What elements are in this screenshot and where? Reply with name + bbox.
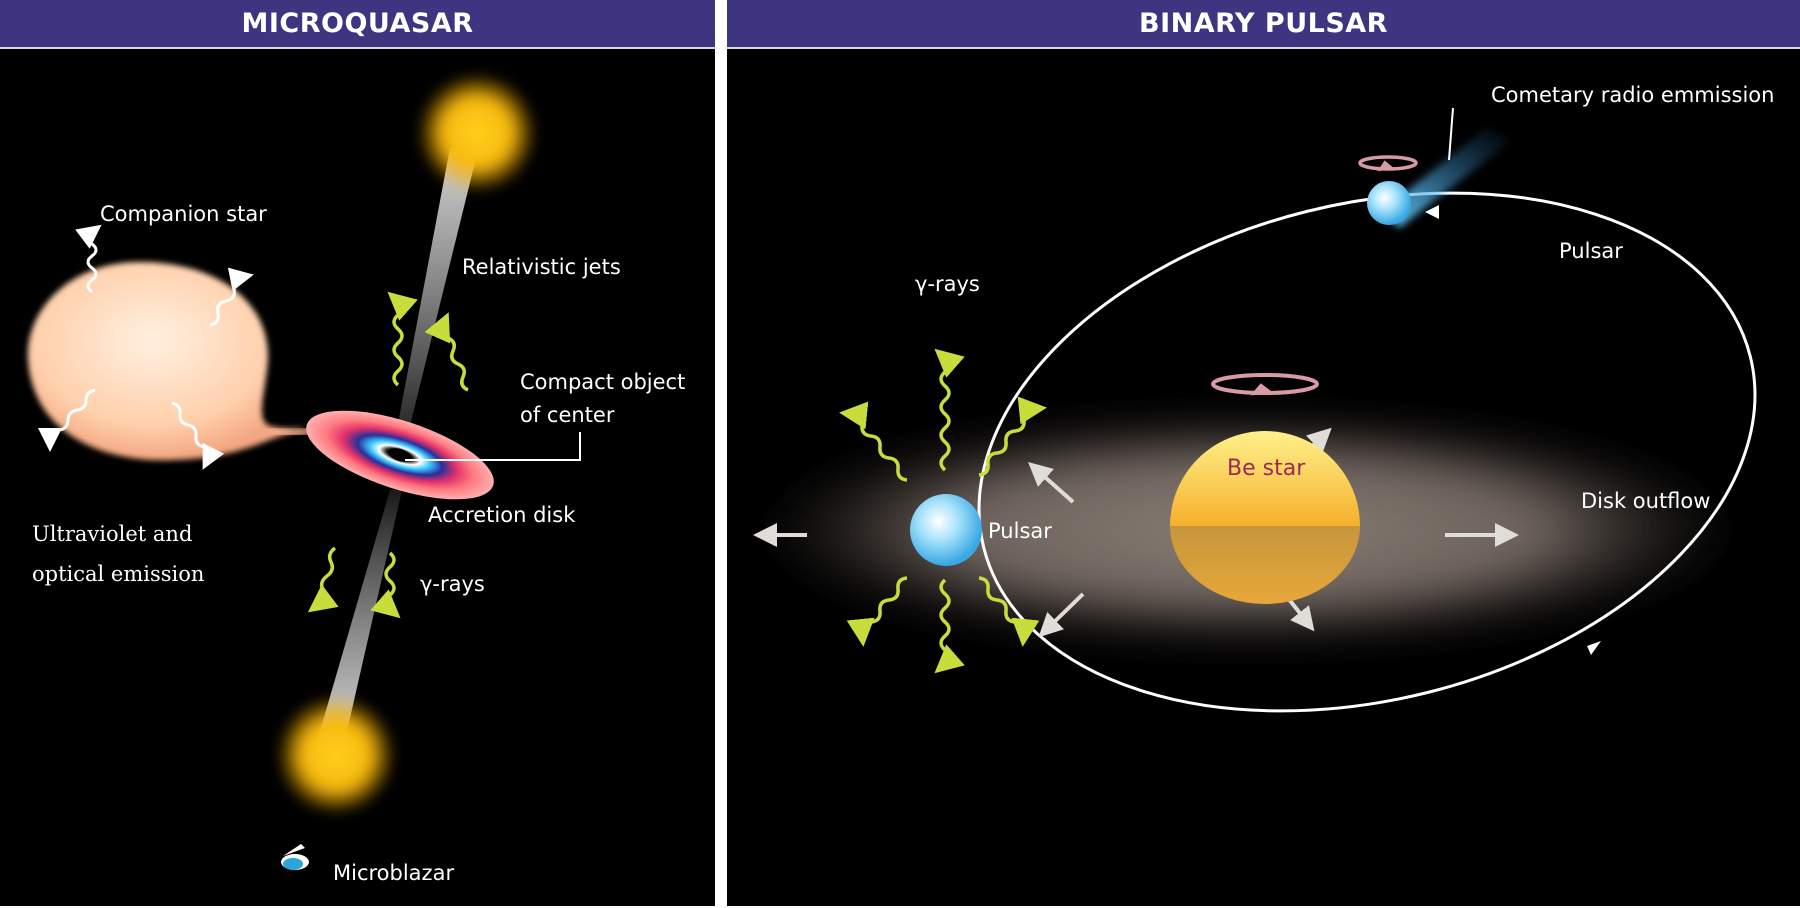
- pulsar-left: [910, 494, 982, 566]
- microblazar-icon: [281, 844, 309, 870]
- microquasar-panel: MICROQUASAR: [0, 0, 715, 906]
- jet-blob-upper: [417, 73, 537, 193]
- gamma-rays-label-right: γ-rays: [915, 271, 980, 298]
- pulsar-left-label: Pulsar: [988, 518, 1052, 545]
- gamma-rays-label-left: γ-rays: [420, 571, 485, 598]
- be-star-label: Be star: [1227, 455, 1305, 484]
- pulsar-rotation-icon: [1360, 157, 1416, 169]
- accretion-disk-label: Accretion disk: [428, 502, 575, 529]
- compact-object-label-line2: of center: [520, 402, 614, 429]
- disk-outflow-label: Disk outflow: [1581, 488, 1710, 515]
- binary-pulsar-illustration: [727, 0, 1800, 906]
- jet-upper: [393, 148, 478, 450]
- cometary-emission-label: Cometary radio emmission: [1491, 82, 1774, 109]
- binary-pulsar-panel: BINARY PULSAR: [727, 0, 1800, 906]
- compact-object-label-line1: Compact object: [520, 369, 685, 396]
- pulsar-top-label: Pulsar: [1559, 238, 1623, 265]
- microquasar-illustration: [0, 0, 715, 906]
- uv-emission-label-line1: Ultraviolet and: [32, 521, 192, 548]
- orbit-arrow-top: [1425, 205, 1439, 219]
- companion-star-label: Companion star: [100, 201, 267, 228]
- microblazar-label: Microblazar: [333, 860, 454, 887]
- uv-emission-label-line2: optical emission: [32, 561, 204, 588]
- orbit-arrow-bottom: [1587, 641, 1601, 655]
- jet-blob-lower: [276, 695, 396, 815]
- companion-star: [28, 262, 305, 460]
- cometary-pointer: [1449, 108, 1453, 160]
- relativistic-jets-label: Relativistic jets: [462, 254, 621, 281]
- be-star-rotation-icon: [1213, 375, 1317, 393]
- pulsar-top: [1367, 181, 1411, 225]
